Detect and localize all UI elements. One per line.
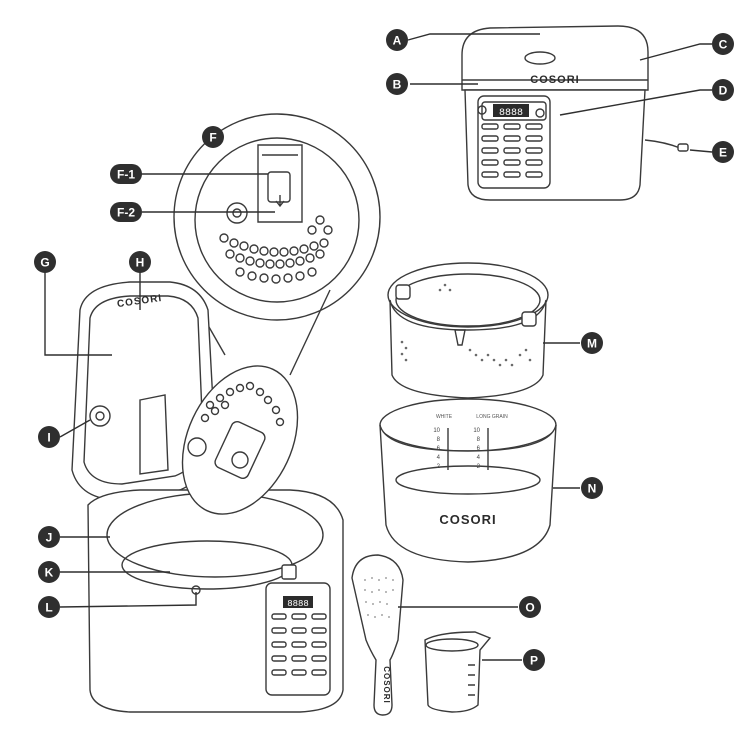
callout-C: C (712, 33, 734, 55)
callout-K: K (38, 561, 60, 583)
svg-text:M: M (587, 337, 597, 351)
callout-L: L (38, 596, 60, 618)
cooker-closed-display: 8888 (499, 108, 523, 119)
callout-N: N (581, 477, 603, 499)
svg-text:K: K (45, 566, 54, 580)
callout-I: I (38, 426, 60, 448)
rice-paddle: COSORI (351, 554, 404, 716)
inner-pot-brand: COSORI (439, 512, 496, 527)
steam-basket (387, 262, 549, 399)
measuring-cup (424, 631, 492, 713)
svg-text:C: C (719, 38, 728, 52)
cooker-open-display: 8888 (287, 599, 309, 609)
svg-text:F: F (209, 131, 216, 145)
measure-left-tick-4: 4 (437, 455, 441, 461)
svg-text:F-2: F-2 (117, 206, 135, 220)
callout-G: G (34, 251, 56, 273)
svg-text:I: I (47, 431, 50, 445)
cooker-open: COSORI 8888 (71, 281, 344, 713)
callout-E: E (712, 141, 734, 163)
svg-text:L: L (45, 601, 52, 615)
measure-left-tick-2: 8 (437, 437, 441, 443)
inner-pot: WHITE LONG GRAIN 10 8 6 4 2 10 8 6 4 2 C… (379, 398, 557, 563)
paddle-brand: COSORI (382, 666, 391, 704)
measure-left-tick-5: 2 (437, 464, 441, 470)
measure-right-tick-1: 10 (473, 428, 480, 434)
inner-lid (181, 365, 299, 515)
callout-J: J (38, 526, 60, 548)
lid-detail-magnified (173, 113, 381, 376)
measure-right-tick-5: 2 (477, 464, 481, 470)
callout-O: O (519, 596, 541, 618)
cooker-closed-brand: COSORI (530, 74, 579, 86)
callout-M: M (581, 332, 603, 354)
svg-text:P: P (530, 654, 538, 668)
cooker-closed: COSORI 8888 (461, 25, 689, 201)
measure-right-header: LONG GRAIN (476, 414, 508, 420)
measure-right-tick-2: 8 (477, 437, 481, 443)
svg-text:N: N (588, 482, 597, 496)
measure-right-tick-3: 6 (477, 446, 481, 452)
callout-H: H (129, 251, 151, 273)
measure-left-header: WHITE (436, 414, 453, 420)
callout-F: F (202, 126, 224, 148)
svg-text:O: O (525, 601, 534, 615)
svg-text:F-1: F-1 (117, 168, 135, 182)
svg-text:J: J (46, 531, 53, 545)
callout-F-2: F-2 (110, 202, 142, 222)
callout-B: B (386, 73, 408, 95)
svg-text:H: H (136, 256, 145, 270)
svg-text:A: A (393, 34, 402, 48)
measure-left-tick-1: 10 (433, 428, 440, 434)
callout-F-1: F-1 (110, 164, 142, 184)
measure-right-tick-4: 4 (477, 455, 481, 461)
measure-left-tick-3: 6 (437, 446, 441, 452)
svg-text:B: B (393, 78, 402, 92)
svg-text:E: E (719, 146, 727, 160)
callout-P: P (523, 649, 545, 671)
svg-text:G: G (40, 256, 49, 270)
svg-text:D: D (719, 84, 728, 98)
callout-A: A (386, 29, 408, 51)
callout-D: D (712, 79, 734, 101)
leader-lines (44, 33, 713, 661)
